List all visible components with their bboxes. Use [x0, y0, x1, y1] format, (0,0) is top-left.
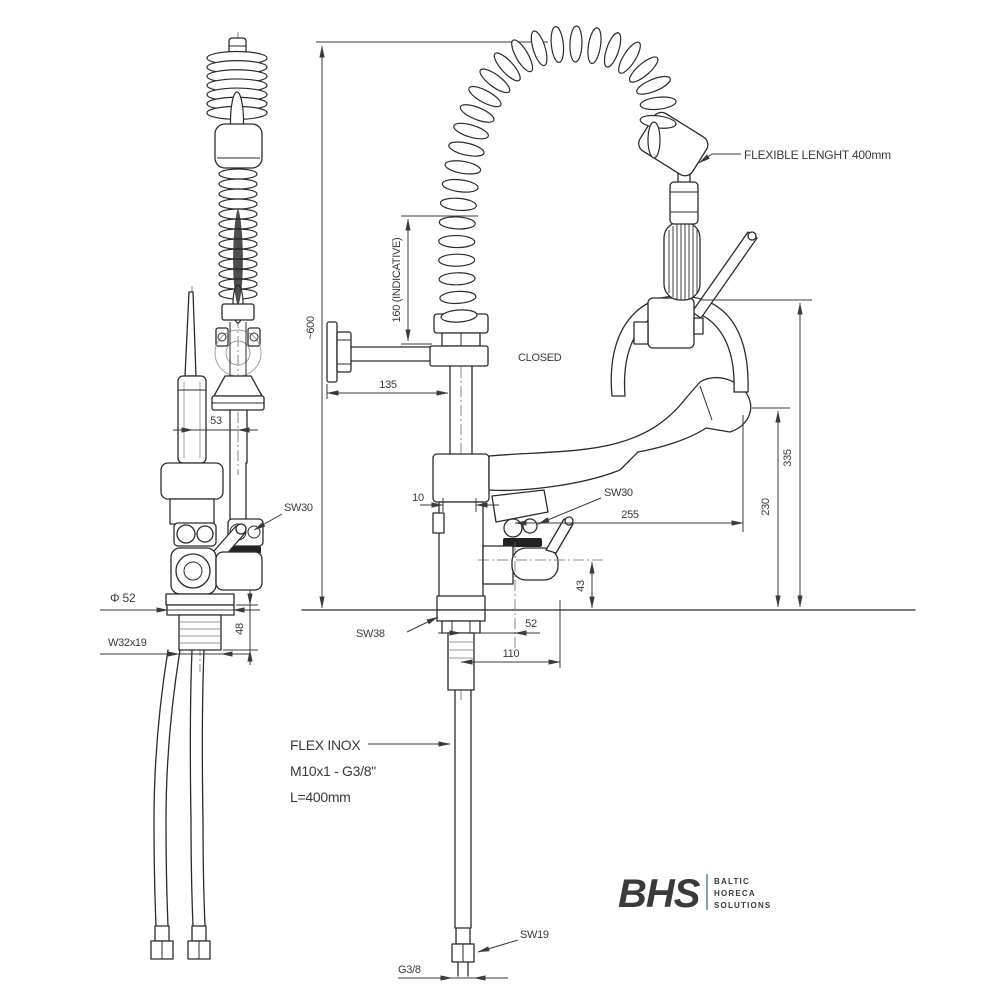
right-view-dimensions: 160 (INDICATIVE) 135 CLOSED 10 SW30 255 — [290, 148, 891, 981]
mixer-lever-front — [177, 291, 207, 464]
wall-bracket — [326, 321, 438, 383]
dim-52: 52 — [525, 618, 537, 630]
spray-grip — [663, 221, 701, 301]
bhs-logo: BHS BALTIC HORECA SOLUTIONS — [618, 872, 771, 916]
left-view-dimensions: 53 SW30 Φ 52 W32x19 48 — [100, 415, 313, 665]
shank-and-flex-hose — [436, 609, 486, 977]
dim-230: 230 — [760, 498, 772, 516]
label-sw30-right: SW30 — [604, 487, 633, 499]
flex-note-line2: M10x1 - G3/8" — [290, 763, 376, 779]
spring-collar — [214, 123, 263, 169]
label-flexible-length: FLEXIBLE LENGHT 400mm — [744, 148, 891, 162]
coiled-hose — [438, 25, 677, 323]
dim-110: 110 — [503, 648, 520, 660]
dim-total-height: ~600 — [305, 41, 548, 609]
swivel-spout — [488, 377, 752, 547]
supply-hoses — [150, 649, 211, 960]
dim-g38: G3/8 — [398, 964, 421, 976]
flex-note-line1: FLEX INOX — [290, 737, 361, 753]
spout-pivot — [491, 489, 549, 547]
body-side-tab — [432, 512, 445, 534]
faucet-body-front — [160, 462, 264, 651]
faucet-neck — [211, 375, 265, 520]
right-view: ~600 — [290, 25, 916, 981]
label-sw19: SW19 — [520, 929, 549, 941]
dim-255: 255 — [621, 509, 639, 521]
dim-600: ~600 — [305, 316, 317, 340]
left-view: 53 SW30 Φ 52 W32x19 48 — [100, 32, 313, 960]
spray-trigger-lever — [691, 231, 758, 319]
riser-column — [429, 313, 490, 611]
dim-43: 43 — [575, 580, 587, 592]
dim-160-indicative: 160 (INDICATIVE) — [391, 238, 403, 323]
dim-diameter-52: Φ 52 — [110, 591, 136, 605]
dim-135: 135 — [379, 379, 397, 391]
dim-10: 10 — [412, 492, 424, 504]
flex-note-line3: L=400mm — [290, 789, 351, 805]
logo-sub-line3: SOLUTIONS — [714, 901, 771, 910]
dim-335: 335 — [782, 449, 794, 467]
spring-coil-upper — [206, 50, 268, 153]
logo-abbr: BHS — [618, 872, 701, 916]
dim-53: 53 — [210, 415, 222, 427]
logo-sub-line2: HORECA — [714, 889, 756, 898]
label-sw30-left: SW30 — [284, 502, 313, 514]
label-sw38: SW38 — [356, 628, 385, 640]
logo-sub-line1: BALTIC — [714, 877, 750, 886]
state-label-closed: CLOSED — [518, 352, 562, 364]
spray-handle-silhouette — [233, 208, 243, 306]
dim-48: 48 — [234, 623, 246, 635]
dim-thread-w32x19: W32x19 — [108, 637, 147, 649]
